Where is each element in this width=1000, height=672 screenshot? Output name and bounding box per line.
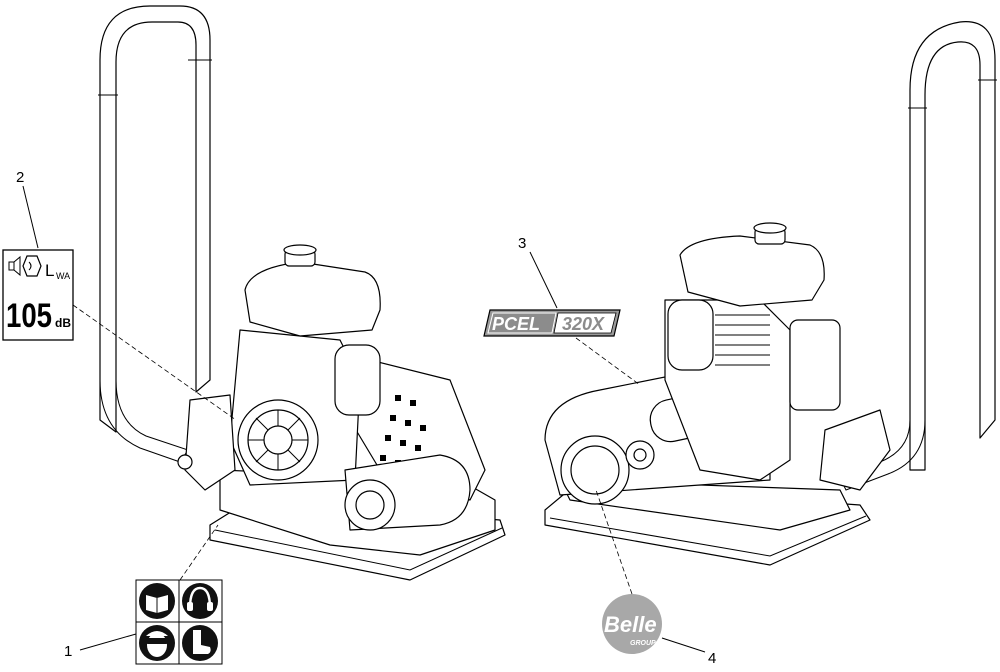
noise-level-label: L WA 105 dB (2, 249, 74, 341)
callout-number-2: 2 (16, 169, 24, 186)
ear-protection-icon (182, 583, 218, 619)
right-compactor-drawing (544, 21, 997, 566)
decal-text-right: 320X (562, 314, 605, 334)
callout-number-4: 4 (708, 650, 716, 667)
logo-brand-name: Belle (604, 612, 657, 637)
lwa-symbol: L (45, 261, 54, 280)
left-compactor-drawing (98, 5, 506, 581)
belle-group-logo: Belle GROUP (602, 594, 662, 654)
noise-unit: dB (55, 316, 71, 330)
safety-boots-icon (182, 625, 218, 661)
noise-value: 105 (6, 297, 52, 335)
logo-tagline: GROUP (630, 640, 656, 647)
callout-number-1: 1 (64, 643, 72, 660)
decal-text-left: PCEL (492, 314, 540, 334)
speaker-icon (8, 255, 42, 277)
callout-number-3: 3 (518, 235, 526, 252)
manual-icon (139, 583, 175, 619)
model-decal: PCEL 320X (483, 309, 621, 337)
ppe-icon-grid (135, 579, 223, 665)
leader-lines (22, 185, 706, 653)
lwa-subscript: WA (56, 271, 70, 281)
eye-face-protection-icon (139, 625, 175, 661)
